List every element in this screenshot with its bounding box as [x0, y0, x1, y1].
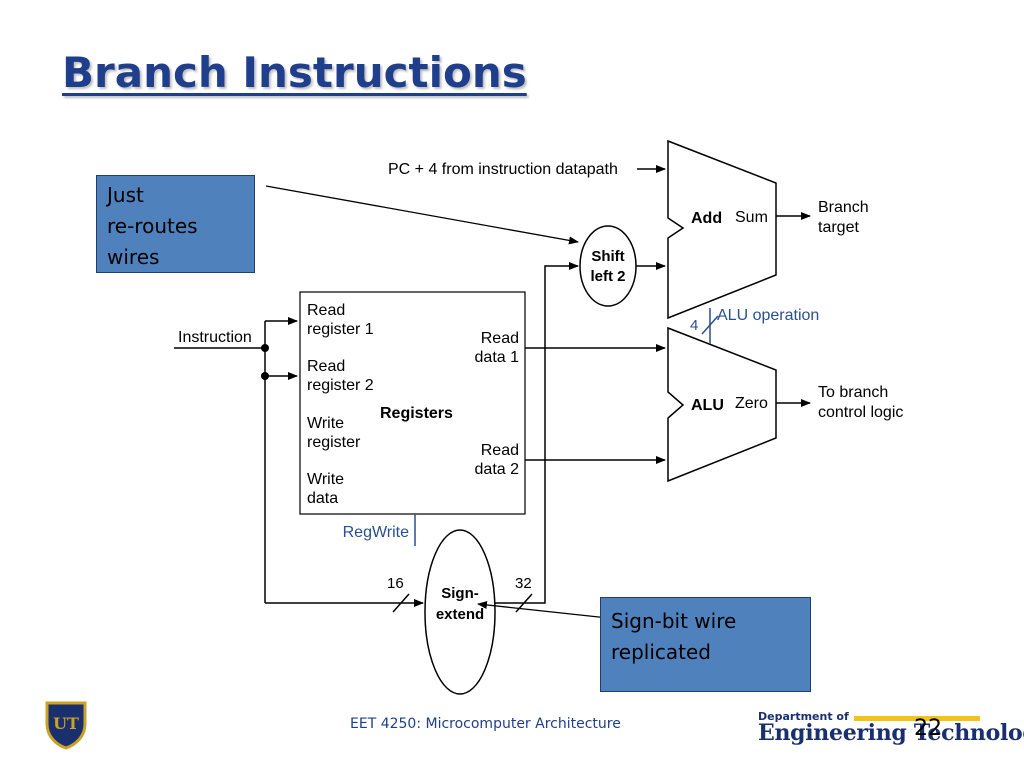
alu-operation-label: ALU operation: [717, 307, 819, 324]
shift-label-2: left 2: [590, 268, 625, 285]
callout-wires-line-1: Just: [107, 183, 144, 207]
shift-label-1: Shift: [591, 248, 624, 265]
read-register-1-label-1: Read: [307, 302, 345, 319]
branch-target-label-2: target: [818, 219, 859, 236]
wires-callout-pointer: [265, 185, 579, 245]
callout-sign-bit-replicated: Sign-bit wire replicated: [600, 597, 811, 692]
sign-extend-label-1: Sign-: [441, 585, 479, 602]
width-16-label: 16: [387, 575, 404, 592]
read-data-1-label-1: Read: [481, 330, 519, 347]
branch-target-label-1: Branch: [818, 199, 869, 216]
registers-title: Registers: [380, 405, 453, 422]
junction-dot-1: [261, 344, 269, 352]
read-register-1-label-2: register 1: [307, 321, 374, 338]
instruction-label: Instruction: [178, 329, 252, 346]
registers-block: [299, 291, 526, 515]
department-wordmark: Department of Engineering Technology: [758, 710, 1024, 752]
university-logo: UT: [45, 701, 87, 750]
callout-sign-bit-line-2: replicated: [611, 640, 711, 664]
department-small-text: Department of: [758, 710, 849, 723]
sign-extend-block: [424, 529, 496, 695]
callout-wires-line-3: wires: [107, 245, 160, 269]
write-data-label-1: Write: [307, 471, 344, 488]
adder-block: [667, 139, 777, 320]
junction-dot-2: [261, 372, 269, 380]
read-data-2-label-1: Read: [481, 442, 519, 459]
slide-title: Branch Instructions: [62, 48, 527, 97]
pc-input-label: PC + 4 from instruction datapath: [388, 161, 618, 178]
width-16-slash: [392, 593, 410, 613]
sign-extend-label-2: extend: [436, 606, 484, 623]
adder-title: Add: [691, 210, 722, 227]
shift-left-2-block: [579, 225, 637, 307]
alu-zero-label: Zero: [735, 395, 768, 412]
slide-number: 22: [914, 716, 942, 741]
branch-control-label-2: control logic: [818, 404, 903, 421]
write-register-label-1: Write: [307, 415, 344, 432]
regwrite-label: RegWrite: [343, 524, 409, 541]
department-accent-line: [854, 716, 980, 721]
adder-sum-label: Sum: [735, 209, 768, 226]
width-32-label: 32: [515, 575, 532, 592]
alu-op-width-slash: [701, 315, 719, 335]
callout-sign-bit-line-1: Sign-bit wire: [611, 609, 737, 633]
branch-control-label-1: To branch: [818, 384, 888, 401]
alu-title: ALU: [691, 397, 724, 414]
logo-shield-icon: [45, 701, 87, 750]
department-name: Engineering Technology: [758, 720, 1024, 746]
read-data-2-label-2: data 2: [475, 461, 520, 478]
footer-course-title: EET 4250: Microcomputer Architecture: [350, 716, 621, 732]
write-data-label-2: data: [307, 490, 338, 507]
read-register-2-label-1: Read: [307, 358, 345, 375]
alu-op-width-label: 4: [690, 317, 698, 334]
read-register-2-label-2: register 2: [307, 377, 374, 394]
callout-wires-line-2: re-routes: [107, 214, 198, 238]
sign-extend-output-wire: [495, 262, 579, 604]
write-register-label-2: register: [307, 434, 361, 451]
read-data-1-label-2: data 1: [475, 349, 520, 366]
sign-bit-callout-pointer: [477, 600, 609, 619]
logo-letters: UT: [53, 714, 79, 733]
alu-block: [667, 326, 777, 483]
callout-just-reroutes-wires: Just re-routes wires: [96, 175, 255, 273]
